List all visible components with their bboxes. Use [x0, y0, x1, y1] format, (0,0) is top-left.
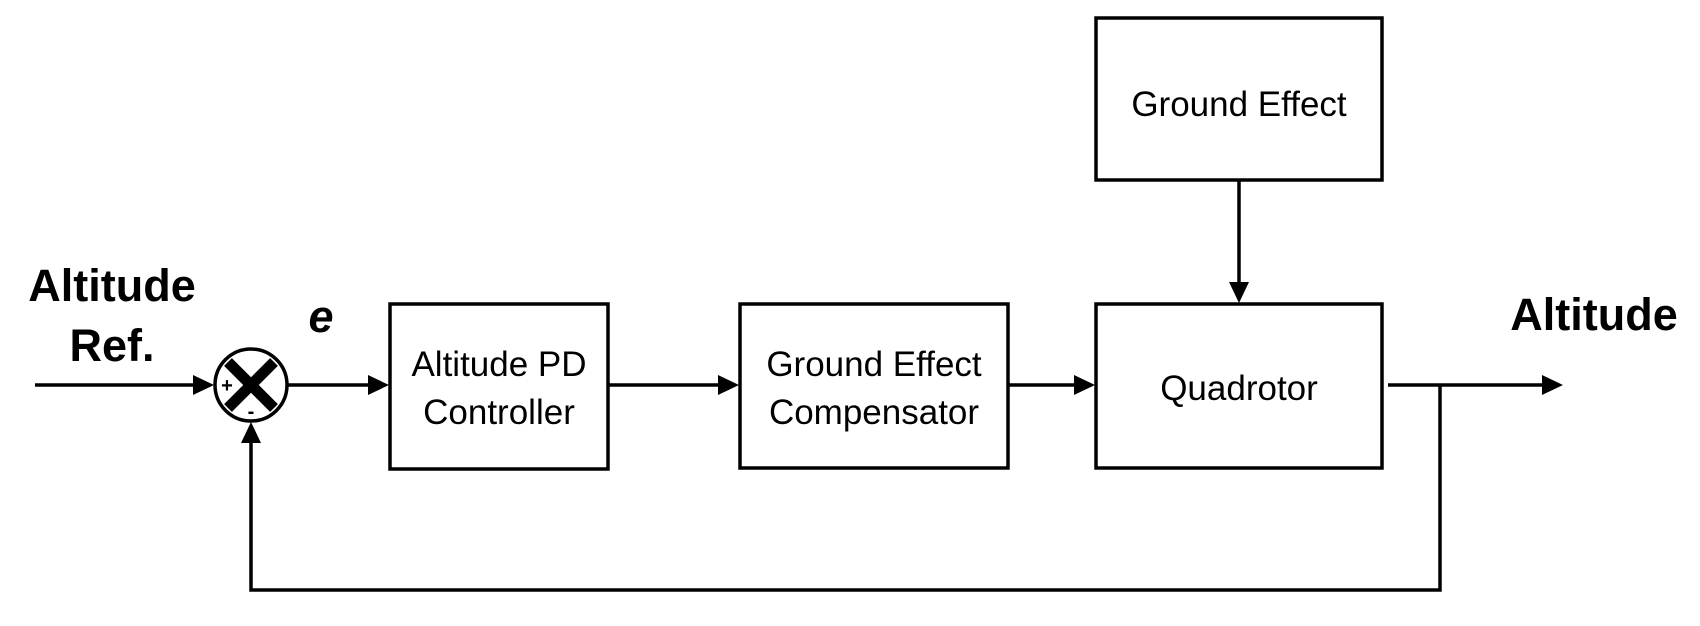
feedback-wire [249, 385, 1442, 592]
quadrotor-block: Quadrotor [1094, 302, 1384, 470]
compensator-label-line1: Ground Effect [766, 345, 982, 384]
quadrotor-label: Quadrotor [1160, 369, 1318, 408]
controller-label-line2: Controller [423, 393, 575, 432]
compensated-arrowhead [1074, 375, 1095, 395]
output-label: Altitude [1510, 289, 1677, 340]
summing-junction: + - [213, 347, 289, 423]
altitude-pd-controller-block: Altitude PD Controller [388, 302, 610, 471]
output-arrowhead [1542, 375, 1563, 395]
disturbance-arrowhead [1229, 282, 1249, 303]
plus-sign: + [221, 375, 233, 397]
reference-label-line2: Ref. [69, 320, 154, 371]
reference-arrowhead [193, 375, 214, 395]
ground-effect-block: Ground Effect [1094, 16, 1384, 182]
reference-label-line1: Altitude [28, 260, 195, 311]
ground-effect-compensator-block: Ground Effect Compensator [738, 302, 1010, 470]
controller-label-line1: Altitude PD [411, 345, 586, 384]
minus-sign: - [248, 401, 255, 423]
error-arrowhead [368, 375, 389, 395]
compensator-label-line2: Compensator [769, 393, 979, 432]
ground-effect-label: Ground Effect [1131, 85, 1347, 124]
control-arrowhead [718, 375, 739, 395]
signal-wires [35, 180, 1563, 592]
feedback-arrowhead [241, 422, 261, 443]
error-label: e [308, 291, 333, 342]
